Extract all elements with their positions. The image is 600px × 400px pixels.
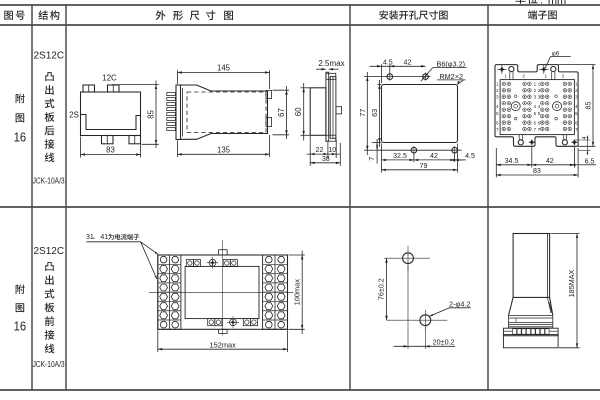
svg-text:100max: 100max: [292, 279, 301, 306]
svg-text:2: 2: [562, 73, 565, 78]
svg-text:2S: 2S: [69, 111, 79, 120]
svg-text:42: 42: [430, 152, 438, 160]
svg-text:185MAX: 185MAX: [567, 270, 576, 298]
svg-text:5: 5: [496, 111, 499, 116]
svg-text:41: 41: [100, 234, 108, 241]
svg-text:RM2×2: RM2×2: [439, 72, 463, 81]
svg-text:2: 2: [575, 88, 578, 93]
svg-text:83: 83: [106, 146, 115, 155]
svg-text:5: 5: [575, 111, 578, 116]
svg-text:7: 7: [534, 127, 537, 132]
svg-text:1: 1: [545, 73, 548, 78]
svg-text:79: 79: [420, 162, 428, 170]
svg-text:76±0.2: 76±0.2: [377, 278, 386, 300]
svg-text:42: 42: [546, 157, 554, 165]
svg-text:3: 3: [538, 95, 541, 100]
svg-text::: :: [540, 0, 543, 7]
svg-text:32.5: 32.5: [393, 152, 407, 160]
svg-text:1: 1: [575, 82, 578, 87]
svg-text:3: 3: [496, 95, 499, 100]
svg-text:B6(φ3.2): B6(φ3.2): [436, 60, 465, 69]
svg-text:83: 83: [533, 167, 541, 175]
svg-text:16: 16: [14, 131, 27, 145]
svg-text:JCK-10A/3: JCK-10A/3: [33, 360, 65, 369]
svg-text:20±0.2: 20±0.2: [433, 337, 455, 346]
svg-text:34.5: 34.5: [505, 157, 519, 165]
svg-text:4: 4: [575, 104, 578, 109]
svg-text:2: 2: [496, 88, 499, 93]
svg-text:5: 5: [538, 111, 541, 116]
svg-text:6.5: 6.5: [585, 157, 595, 165]
svg-text:1: 1: [496, 82, 499, 87]
svg-text:85: 85: [584, 102, 592, 110]
svg-text:22: 22: [316, 146, 324, 154]
svg-text:4: 4: [534, 104, 537, 109]
svg-text:77: 77: [359, 109, 367, 117]
svg-text:4: 4: [582, 136, 588, 139]
svg-text:1: 1: [534, 82, 537, 87]
svg-text:3: 3: [534, 95, 537, 100]
svg-text:2S12C: 2S12C: [34, 50, 65, 61]
svg-text:2: 2: [538, 88, 541, 93]
svg-text:φ6: φ6: [552, 51, 560, 58]
svg-text:、: 、: [92, 235, 98, 241]
svg-text:7: 7: [575, 127, 578, 132]
svg-text:2: 2: [522, 73, 525, 78]
svg-text:5: 5: [534, 111, 537, 116]
svg-text:JCK-10A/3: JCK-10A/3: [33, 177, 65, 186]
svg-text:16: 16: [14, 319, 27, 333]
svg-text:1: 1: [538, 82, 541, 87]
svg-text:4.5: 4.5: [383, 59, 393, 67]
svg-text:6: 6: [534, 120, 537, 125]
svg-text:67: 67: [277, 108, 286, 117]
svg-text:2.5max: 2.5max: [318, 59, 344, 68]
svg-text:2-φ4.2: 2-φ4.2: [449, 299, 471, 308]
svg-text:2: 2: [534, 88, 537, 93]
svg-text:12C: 12C: [102, 74, 117, 83]
svg-text:135: 135: [217, 145, 231, 154]
svg-text:4: 4: [496, 104, 499, 109]
svg-text:63: 63: [371, 109, 379, 117]
svg-text:mm: mm: [548, 0, 566, 7]
svg-text:3: 3: [575, 95, 578, 100]
svg-text:6: 6: [575, 120, 578, 125]
svg-text:6: 6: [496, 120, 499, 125]
svg-text:7: 7: [496, 127, 499, 132]
svg-text:4: 4: [538, 104, 541, 109]
svg-text:2S12C: 2S12C: [34, 246, 65, 257]
svg-text:1: 1: [505, 73, 508, 78]
svg-text:152max: 152max: [210, 340, 237, 349]
svg-text:42: 42: [404, 59, 412, 67]
svg-text:85: 85: [147, 110, 156, 119]
svg-text:38: 38: [322, 155, 330, 163]
svg-text:7: 7: [368, 157, 376, 161]
svg-text:4.5: 4.5: [465, 152, 475, 160]
svg-text:10: 10: [328, 146, 336, 154]
svg-text:7: 7: [538, 127, 541, 132]
svg-text:31: 31: [86, 234, 94, 241]
svg-text:60: 60: [294, 107, 303, 116]
svg-text:145: 145: [217, 64, 231, 73]
svg-text:6: 6: [538, 120, 541, 125]
